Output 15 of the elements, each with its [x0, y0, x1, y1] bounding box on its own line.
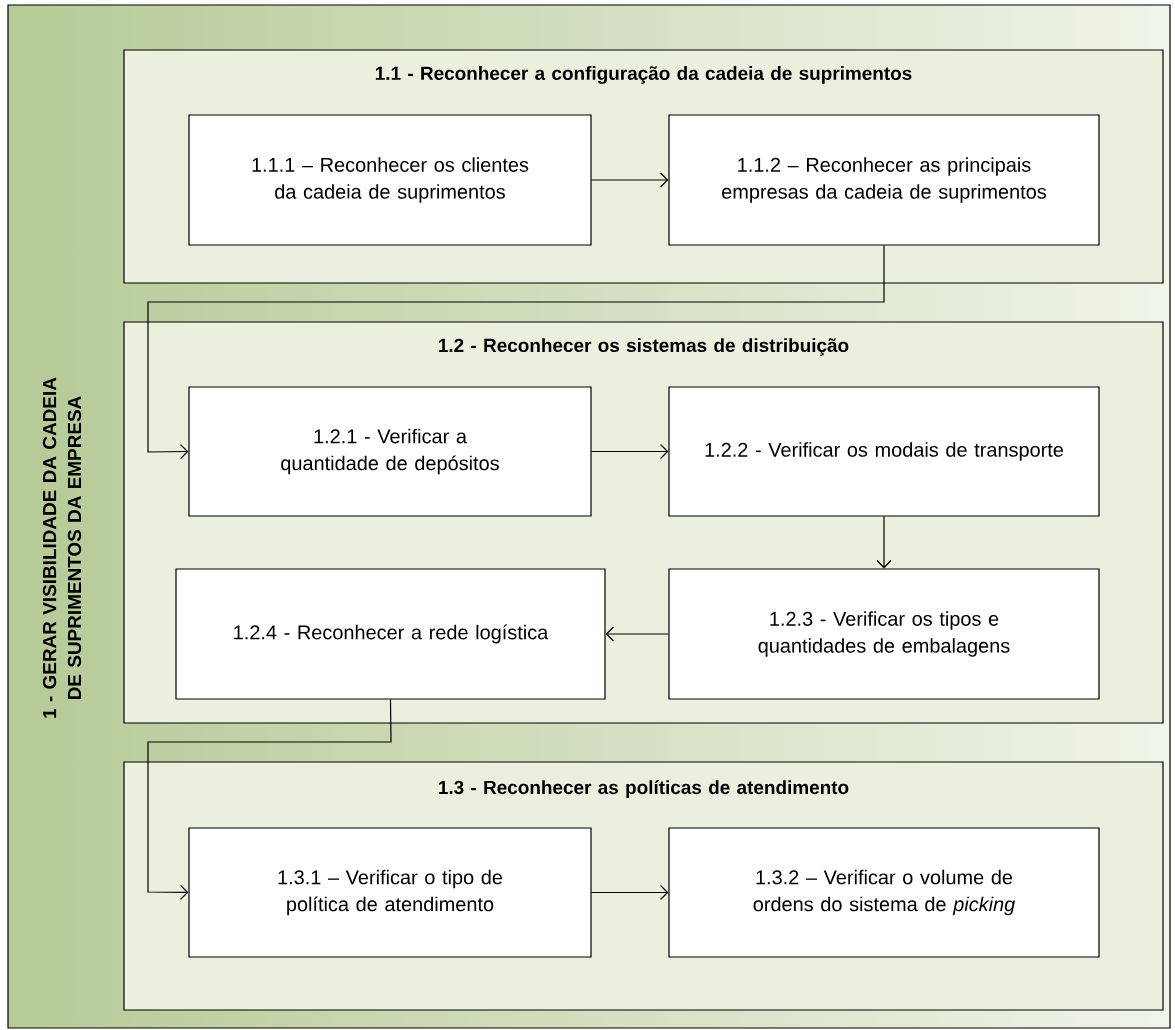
process-box: 1.1.2 – Reconhecer as principais empresas da cadeia de suprimentos	[668, 114, 1100, 246]
arrow	[591, 172, 669, 188]
arrow	[591, 884, 669, 901]
arrow	[147, 699, 392, 900]
process-box: 1.1.1 – Reconhecer os clientes da cadeia de suprimentos	[188, 114, 592, 246]
process-box: 1.3.2 – Verificar o volume de ordens do sistema de picking	[668, 827, 1100, 958]
process-box: 1.2.3 - Verificar os tipos e quantidades de embalagens	[668, 568, 1100, 700]
arrow	[591, 443, 669, 460]
arrow	[147, 245, 885, 460]
process-box: 1.2.1 - Verificar a quantidade de depósitos	[188, 386, 592, 517]
process-box: 1.3.1 – Verificar o tipo de política de atendimento	[188, 827, 592, 958]
arrow	[876, 516, 892, 569]
arrow	[605, 626, 669, 642]
process-box: 1.2.4 - Reconhecer a rede logística	[175, 568, 606, 700]
process-box: 1.2.2 - Verificar os modais de transporte	[668, 386, 1100, 517]
